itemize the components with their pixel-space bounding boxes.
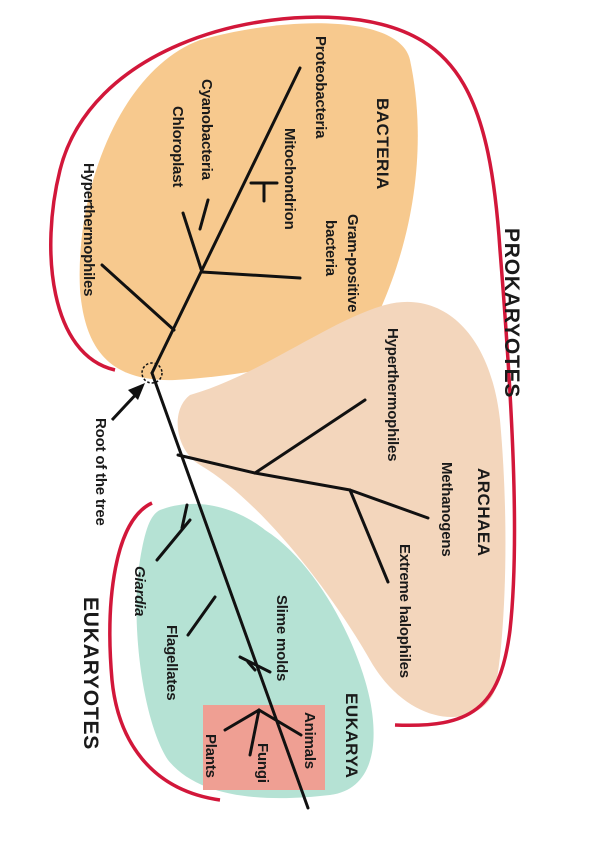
eukarya-label: EUKARYA xyxy=(342,693,361,778)
animals-label: Animals xyxy=(301,712,318,769)
giardia-label: Giardia xyxy=(131,566,148,616)
eukaryotes-label: EUKARYOTES xyxy=(79,597,102,750)
methanogens-label: Methanogens xyxy=(438,462,455,556)
extreme-halophiles-label: Extreme halophiles xyxy=(396,544,413,678)
hyperthermophiles-archaea-label: Hyperthermophiles xyxy=(384,328,401,461)
slime-molds-label: Slime molds xyxy=(273,595,290,681)
phylogenetic-branches xyxy=(100,66,430,810)
prokaryotes-label: PROKARYOTES xyxy=(500,228,523,398)
fungi-label: Fungi xyxy=(254,743,271,783)
chloroplast-label: Chloroplast xyxy=(169,106,186,187)
root-marker xyxy=(141,362,163,384)
archaea-region xyxy=(177,301,506,718)
multicellular-highlight xyxy=(203,705,325,790)
cyanobacteria-label: Cyanobacteria xyxy=(198,79,215,181)
archaea-label: ARCHAEA xyxy=(474,468,493,557)
mitochondrion-label: Mitochondrion xyxy=(281,128,298,230)
plants-label: Plants xyxy=(202,734,219,778)
proteobacteria-label: Proteobacteria xyxy=(312,36,329,139)
gram-positive-label-line2: bacteria xyxy=(322,220,339,277)
root-arrowhead xyxy=(128,383,145,400)
flagellates-label: Flagellates xyxy=(163,625,180,700)
eukaryotes-bracket xyxy=(108,501,221,802)
bacteria-region xyxy=(79,23,418,381)
prokaryotes-bracket xyxy=(49,15,517,728)
gram-positive-label-line1: Gram-positive xyxy=(344,214,361,312)
hyperthermophiles-bacteria-label: Hyperthermophiles xyxy=(80,163,97,296)
root-label: Root of the tree xyxy=(92,418,109,526)
bacteria-label: BACTERIA xyxy=(373,98,392,190)
